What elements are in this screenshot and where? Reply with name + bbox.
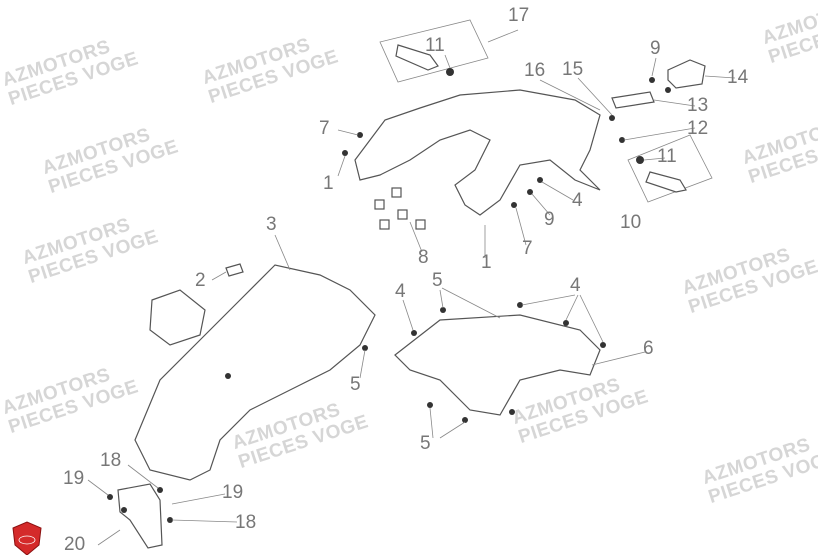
callout-13: 13 <box>687 95 709 116</box>
callout-2: 2 <box>195 270 206 291</box>
part-light-14 <box>667 59 706 89</box>
callout-7b: 7 <box>522 238 533 259</box>
callout-20: 20 <box>64 534 86 555</box>
part-rear-fender <box>134 264 376 481</box>
callout-5: 5 <box>432 270 443 291</box>
part-plate-holder <box>117 483 163 549</box>
callout-3: 3 <box>266 214 277 235</box>
part-under-tray <box>394 314 601 416</box>
leader-lines <box>87 29 736 546</box>
callout-10: 10 <box>620 212 642 233</box>
part-nut-11 <box>446 68 454 76</box>
part-indicator-left <box>395 44 439 71</box>
callout-5b: 5 <box>350 374 361 395</box>
callout-6: 6 <box>643 338 654 359</box>
callout-18b: 18 <box>235 512 257 533</box>
callout-15: 15 <box>562 59 584 80</box>
indicator-front-box <box>379 19 489 83</box>
callout-4: 4 <box>572 190 583 211</box>
callout-19b: 19 <box>222 482 244 503</box>
azmotors-logo <box>12 521 42 555</box>
callout-12: 12 <box>687 118 709 139</box>
callout-7: 7 <box>319 118 330 139</box>
part-ecu <box>149 289 206 346</box>
callout-1b: 1 <box>481 252 492 273</box>
callout-11b: 11 <box>657 146 677 167</box>
callout-9b: 9 <box>544 209 555 230</box>
callout-1: 1 <box>323 173 334 194</box>
callout-16: 16 <box>524 60 546 81</box>
part-nut-11b <box>636 156 644 164</box>
callout-9: 9 <box>650 38 661 59</box>
callout-17: 17 <box>508 5 530 26</box>
callout-18: 18 <box>100 450 122 471</box>
part-rear-bracket <box>354 89 601 216</box>
callout-4b: 4 <box>395 281 406 302</box>
indicator-rear-box <box>627 134 713 203</box>
part-indicator-right <box>645 171 687 193</box>
part-plate-13 <box>611 91 655 109</box>
part-2 <box>225 263 244 277</box>
callout-5c: 5 <box>420 433 431 454</box>
callout-8: 8 <box>418 247 429 268</box>
callout-19: 19 <box>63 468 85 489</box>
callout-11: 11 <box>425 35 445 56</box>
callout-14: 14 <box>727 67 749 88</box>
callout-4c: 4 <box>570 275 581 296</box>
